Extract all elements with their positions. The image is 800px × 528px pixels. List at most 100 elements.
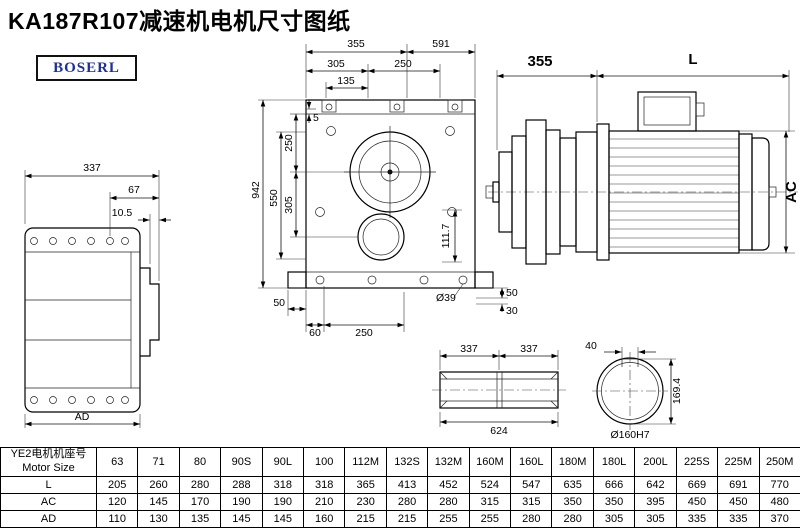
cell-L-180L: 666 (592, 476, 636, 494)
cell-L-200L: 642 (634, 476, 677, 494)
cell-AC-225M: 450 (717, 493, 760, 511)
cell-L-90S: 288 (220, 476, 263, 494)
cell-L-112M: 365 (344, 476, 387, 494)
dim-main-550: 550 (268, 189, 280, 207)
cell-L-71: 260 (137, 476, 180, 494)
left-view: 337 67 10.5 AD (24, 162, 171, 428)
cell-AD-132S: 215 (385, 510, 429, 528)
dim-main-305-top: 305 (327, 58, 345, 70)
dim-shaft-337-b: 337 (520, 343, 538, 355)
dim-main-250-left: 250 (283, 134, 295, 152)
left-view-housing (24, 227, 141, 413)
dim-bore-dia160H7: Ø160H7 (610, 429, 649, 441)
dim-shaft-624: 624 (490, 425, 508, 437)
input-bore-circle (357, 213, 405, 261)
cell-AC-160M: 315 (468, 493, 512, 511)
corner-label-cn: YE2电机机座号 (10, 448, 87, 461)
cell-AC-200L: 395 (634, 493, 677, 511)
motor-size-col-160M: 160M (468, 447, 512, 477)
dim-main-50-bottom: 50 (273, 297, 285, 309)
dim-main-591: 591 (432, 38, 450, 50)
cell-AC-63: 120 (95, 493, 139, 511)
row-label-AC: AC (0, 493, 97, 511)
cell-AD-180M: 280 (551, 510, 594, 528)
main-view: 355 591 305 250 135 942 550 250 305 (250, 38, 518, 339)
row-label-L: L (0, 476, 97, 494)
dim-side-355: 355 (527, 53, 552, 70)
motor-size-col-100: 100 (303, 447, 346, 477)
brand-logo-text: BOSERL (53, 59, 120, 76)
motor-size-col-132M: 132M (427, 447, 470, 477)
cell-AD-160L: 280 (510, 510, 553, 528)
dim-main-250-top: 250 (394, 58, 412, 70)
cell-AC-71: 145 (137, 493, 180, 511)
cell-L-132M: 452 (427, 476, 470, 494)
motor-size-col-80: 80 (178, 447, 222, 477)
cell-AC-180M: 350 (551, 493, 594, 511)
cell-L-100: 318 (303, 476, 346, 494)
motor-size-col-180M: 180M (551, 447, 594, 477)
dim-left-337: 337 (83, 162, 101, 174)
cell-AC-80: 170 (178, 493, 222, 511)
motor-size-col-160L: 160L (510, 447, 553, 477)
dim-main-30-right: 30 (506, 305, 518, 317)
cell-L-225S: 669 (675, 476, 719, 494)
cell-AD-90S: 145 (220, 510, 263, 528)
motor-size-col-132S: 132S (385, 447, 429, 477)
motor-size-col-250M: 250M (758, 447, 800, 477)
cell-L-80: 280 (178, 476, 222, 494)
dim-main-5: 5 (313, 112, 319, 124)
cell-L-160L: 547 (510, 476, 553, 494)
dim-left-67: 67 (128, 184, 140, 196)
cell-AD-80: 135 (178, 510, 222, 528)
cell-AD-250M: 370 (758, 510, 800, 528)
mounting-foot-right (474, 271, 494, 289)
row-label-AD: AD (0, 510, 97, 528)
cell-AD-225S: 335 (675, 510, 719, 528)
dim-main-50-right: 50 (506, 287, 518, 299)
cell-AD-90L: 145 (261, 510, 305, 528)
cell-AD-132M: 255 (427, 510, 470, 528)
motor-size-col-225S: 225S (675, 447, 719, 477)
dim-main-dia39: Ø39 (436, 292, 456, 304)
corner-label-en: Motor Size (22, 462, 75, 474)
cell-AD-160M: 255 (468, 510, 512, 528)
cell-AD-71: 130 (137, 510, 180, 528)
cell-AC-100: 210 (303, 493, 346, 511)
left-view-shaft-profile (140, 267, 160, 357)
cell-AD-180L: 305 (592, 510, 636, 528)
cell-L-90L: 318 (261, 476, 305, 494)
cell-AC-90S: 190 (220, 493, 263, 511)
cell-L-63: 205 (95, 476, 139, 494)
motor-size-col-112M: 112M (344, 447, 387, 477)
dim-main-305-left: 305 (283, 196, 295, 214)
dim-main-60: 60 (309, 327, 321, 339)
cell-AC-180L: 350 (592, 493, 636, 511)
cell-L-132S: 413 (385, 476, 429, 494)
motor-size-col-90L: 90L (261, 447, 305, 477)
cell-AD-200L: 305 (634, 510, 677, 528)
gearbox-housing (305, 99, 476, 289)
cell-L-225M: 691 (717, 476, 760, 494)
shaft-detail-view: 337 337 624 (432, 343, 566, 437)
cable-gland (695, 102, 705, 117)
cell-AD-100: 160 (303, 510, 346, 528)
dim-left-10-5: 10.5 (112, 207, 133, 219)
cell-AD-63: 110 (95, 510, 139, 528)
cell-AC-225S: 450 (675, 493, 719, 511)
cell-L-250M: 770 (758, 476, 800, 494)
dim-side-AC: AC (783, 181, 800, 203)
fan-cover (751, 137, 770, 251)
dim-main-250-bottom: 250 (355, 327, 373, 339)
cell-AC-250M: 480 (758, 493, 800, 511)
cell-AC-112M: 230 (344, 493, 387, 511)
side-view: 355 L AC (485, 51, 800, 265)
mounting-foot-left (287, 271, 307, 289)
